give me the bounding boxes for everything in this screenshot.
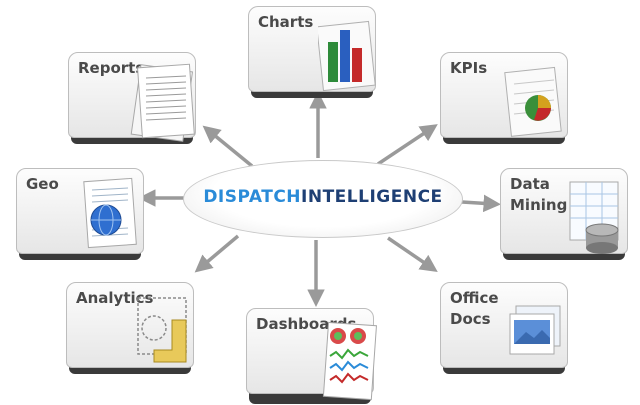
globe-document-icon — [83, 177, 137, 249]
folder-label: Analytics — [76, 289, 154, 307]
folder-datamining[interactable]: Data Mining — [500, 168, 628, 260]
brand-title: DISPATCHINTELLIGENCE — [184, 187, 462, 207]
folder-label: Office Docs — [450, 288, 499, 330]
label-line-2: Mining — [510, 196, 568, 214]
folder-officedocs[interactable]: Office Docs — [440, 282, 568, 374]
folder-label: Geo — [26, 175, 59, 193]
folder-analytics[interactable]: Analytics — [66, 282, 194, 374]
label-line-1: Office — [450, 289, 499, 307]
arrow-to-analytics — [194, 234, 240, 273]
folder-label: Charts — [258, 13, 314, 31]
center-hub: DISPATCHINTELLIGENCE — [183, 160, 463, 238]
document-pages-icon — [130, 63, 195, 142]
database-icon — [569, 181, 619, 254]
brand-word-dispatch: DISPATCH — [203, 187, 302, 207]
arrow-to-kpis — [377, 124, 438, 166]
folder-dashboards[interactable]: Dashboards — [246, 308, 377, 404]
dashboard-graph-icon — [322, 321, 377, 401]
pie-chart-icon — [504, 66, 562, 137]
arrow-to-reports — [202, 125, 254, 168]
folder-geo[interactable]: Geo — [16, 168, 144, 260]
office-images-icon — [509, 305, 561, 355]
bar-chart-icon — [318, 20, 376, 92]
label-line-2: Docs — [450, 310, 491, 328]
arrow-to-officedocs — [387, 236, 438, 272]
folder-reports[interactable]: Reports — [68, 52, 196, 144]
folder-charts[interactable]: Charts — [248, 6, 376, 98]
folder-kpis[interactable]: KPIs — [440, 52, 568, 144]
arrow-to-datamining — [461, 194, 501, 213]
folder-label: Reports — [78, 59, 145, 77]
label-line-1: Data — [510, 175, 550, 193]
brand-word-intelligence: INTELLIGENCE — [301, 187, 443, 207]
folder-label: KPIs — [450, 59, 488, 77]
ruler-selection-icon — [137, 297, 187, 363]
folder-label: Data Mining — [510, 174, 567, 216]
